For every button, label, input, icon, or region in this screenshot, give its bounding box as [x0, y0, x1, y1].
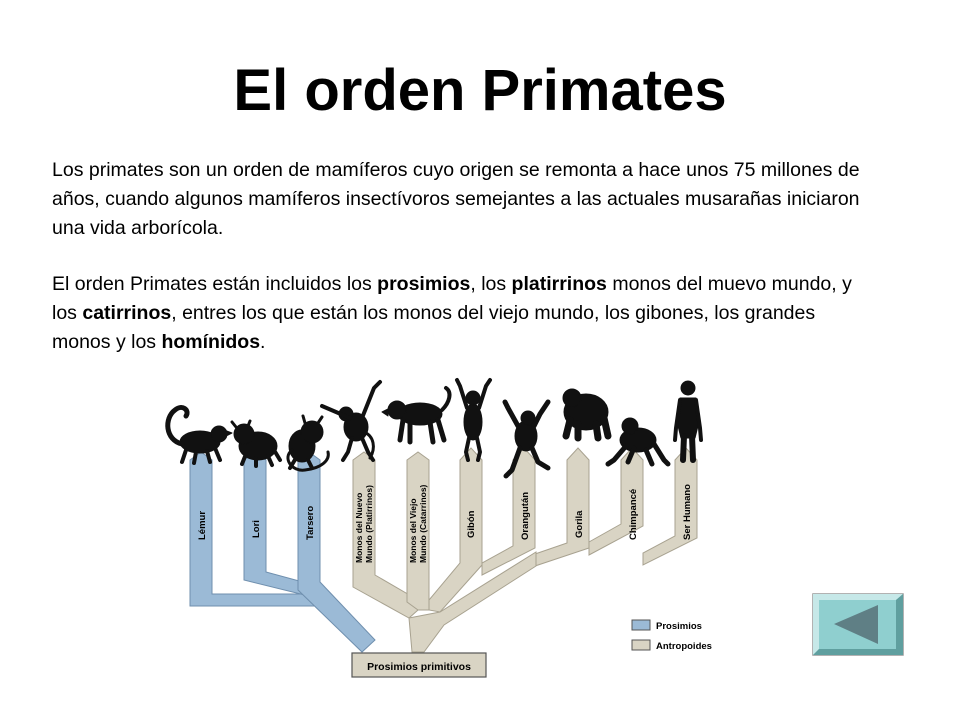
intro-paragraph: Los primates son un orden de mamíferos c…: [52, 159, 860, 239]
para-text: monos del muevo mundo, y los: [52, 273, 852, 324]
label-viejo-mundo-2: Mundo (Catarrinos): [418, 484, 428, 563]
branch-ser-humano: [642, 447, 698, 566]
tarsier-silhouette: [286, 414, 330, 472]
term-catirrinos: catirrinos: [82, 302, 172, 324]
baboon-silhouette: [381, 386, 452, 445]
human-silhouette: [673, 380, 703, 463]
label-chimpance: Chimpancé: [628, 489, 639, 540]
back-button[interactable]: [812, 593, 904, 656]
label-orangutan: Orangután: [520, 492, 531, 540]
orders-paragraph: El orden Primates están incluidos los pr…: [52, 270, 872, 357]
legend: Prosimios Antropoides: [631, 619, 712, 652]
label-gibon: Gibón: [466, 510, 477, 538]
para-text: , entres los que están los monos del vie…: [52, 302, 816, 353]
label-lori: Lori: [251, 520, 262, 538]
legend-swatch-prosimios: [631, 619, 651, 631]
label-nuevo-mundo-2: Mundo (Platirrinos): [364, 485, 374, 563]
chimpanzee-silhouette: [605, 417, 671, 467]
term-platirrinos: platirrinos: [511, 273, 607, 295]
para-text: .: [260, 331, 266, 353]
gorilla-silhouette: [562, 388, 612, 442]
label-viejo-mundo-1: Monos del Viejo: [408, 498, 418, 563]
label-tarsero: Tarsero: [305, 506, 316, 540]
antropoides-branches: [352, 447, 698, 653]
label-ser-humano: Ser Humano: [682, 484, 693, 540]
loris-silhouette: [230, 419, 282, 468]
antropoides-trunk: [408, 551, 537, 653]
para-text: , los: [470, 273, 512, 295]
slide-title: El orden Primates: [233, 58, 727, 123]
legend-label-prosimios: Prosimios: [656, 621, 702, 632]
term-prosimios: prosimios: [377, 273, 471, 295]
lemur-silhouette: [165, 405, 233, 465]
gibbon-silhouette: [455, 378, 492, 462]
label-lemur: Lémur: [197, 511, 208, 540]
legend-swatch-antropoides: [631, 639, 651, 651]
legend-label-antropoides: Antropoides: [656, 641, 712, 652]
spider-monkey-silhouette: [320, 380, 382, 462]
term-hominidos: homínidos: [161, 331, 261, 353]
branch-gorila: [534, 447, 590, 567]
root-box: [351, 652, 487, 678]
orangutan-silhouette: [502, 399, 551, 479]
para-text: El orden Primates están incluidos los: [52, 273, 378, 295]
prosimios-branches: [189, 451, 376, 653]
root-label: Prosimios primitivos: [367, 661, 471, 673]
back-arrow-icon[interactable]: [834, 605, 878, 644]
label-nuevo-mundo-1: Monos del Nuevo: [354, 493, 364, 563]
label-gorila: Gorila: [574, 510, 585, 538]
